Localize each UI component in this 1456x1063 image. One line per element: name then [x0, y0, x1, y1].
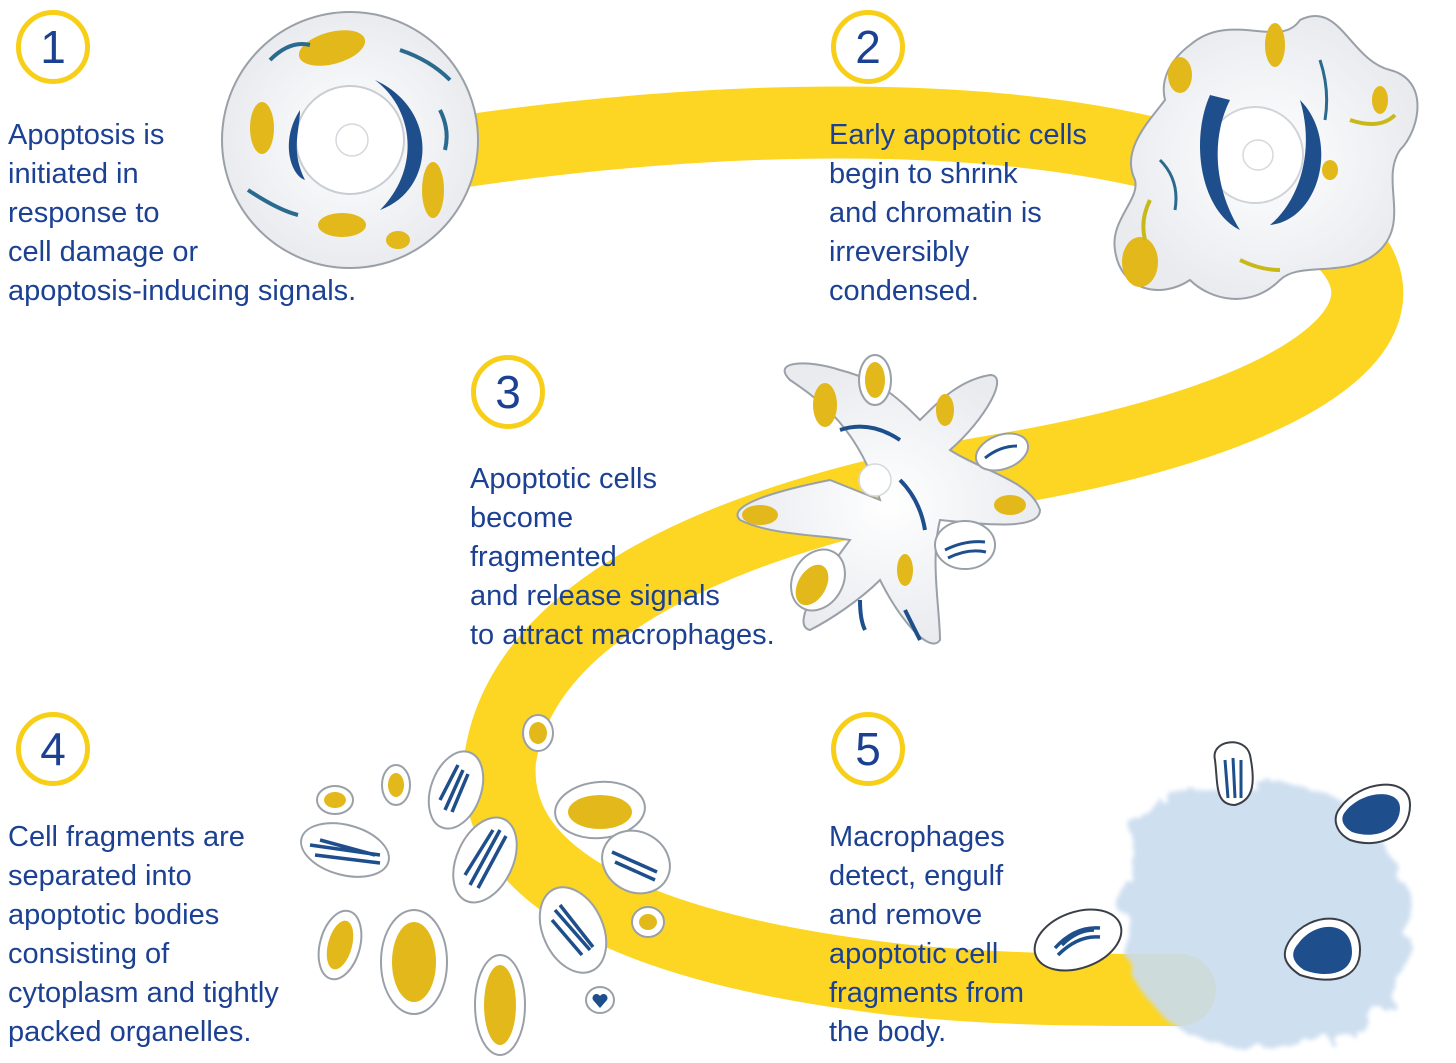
step-2-line: and chromatin is	[829, 197, 1042, 229]
step-4-line: Cell fragments are	[8, 821, 245, 853]
step-1-number-badge: 1	[16, 10, 90, 84]
step-3-line: and release signals	[470, 580, 720, 612]
cell-stage-2	[1113, 14, 1419, 300]
step-4-line: packed organelles.	[8, 1016, 252, 1048]
step-2-line: condensed.	[829, 275, 979, 307]
cell-stage-3	[736, 354, 1042, 645]
step-2-line: Early apoptotic cells	[829, 119, 1087, 151]
step-4-number: 4	[40, 723, 66, 775]
step-5-line: and remove	[829, 899, 983, 931]
step-2-line: begin to shrink	[829, 158, 1018, 190]
step-1-line: initiated in	[8, 158, 139, 190]
step-3-line: become	[470, 502, 574, 534]
step-1-line: cell damage or	[8, 236, 199, 268]
step-5-number-badge: 5	[831, 712, 905, 786]
apoptotic-bodies	[300, 714, 671, 1056]
step-2-description: Early apoptotic cells begin to shrink an…	[829, 116, 1087, 311]
macrophage	[1033, 741, 1412, 1050]
step-5-description: Macrophages detect, engulf and remove ap…	[829, 818, 1024, 1052]
step-3-line: to attract macrophages.	[470, 619, 775, 651]
step-1-description: Apoptosis is initiated in response to ce…	[8, 116, 356, 311]
step-1-number: 1	[40, 21, 66, 73]
step-5-line: Macrophages	[829, 821, 1005, 853]
cell-stage-1	[221, 11, 479, 269]
step-2-number: 2	[855, 21, 881, 73]
step-3-line: fragmented	[470, 541, 617, 573]
step-2-line: irreversibly	[829, 236, 970, 268]
step-3-number: 3	[495, 366, 521, 418]
step-1-line: Apoptosis is	[8, 119, 165, 151]
step-4-line: cytoplasm and tightly	[8, 977, 279, 1009]
step-1-line: apoptosis-inducing signals.	[8, 275, 357, 307]
step-4-number-badge: 4	[16, 712, 90, 786]
step-3-line: Apoptotic cells	[470, 463, 657, 495]
step-4-line: apoptotic bodies	[8, 899, 220, 931]
step-5-line: fragments from	[829, 977, 1024, 1009]
step-5-line: detect, engulf	[829, 860, 1004, 892]
step-3-number-badge: 3	[471, 355, 545, 429]
step-4-line: separated into	[8, 860, 192, 892]
step-2-number-badge: 2	[831, 10, 905, 84]
step-4-description: Cell fragments are separated into apopto…	[8, 818, 279, 1052]
step-5-line: the body.	[829, 1016, 947, 1048]
step-4-line: consisting of	[8, 938, 170, 970]
step-5-number: 5	[855, 723, 881, 775]
step-1-line: response to	[8, 197, 160, 229]
step-3-description: Apoptotic cells become fragmented and re…	[470, 460, 775, 655]
step-5-line: apoptotic cell	[829, 938, 999, 970]
